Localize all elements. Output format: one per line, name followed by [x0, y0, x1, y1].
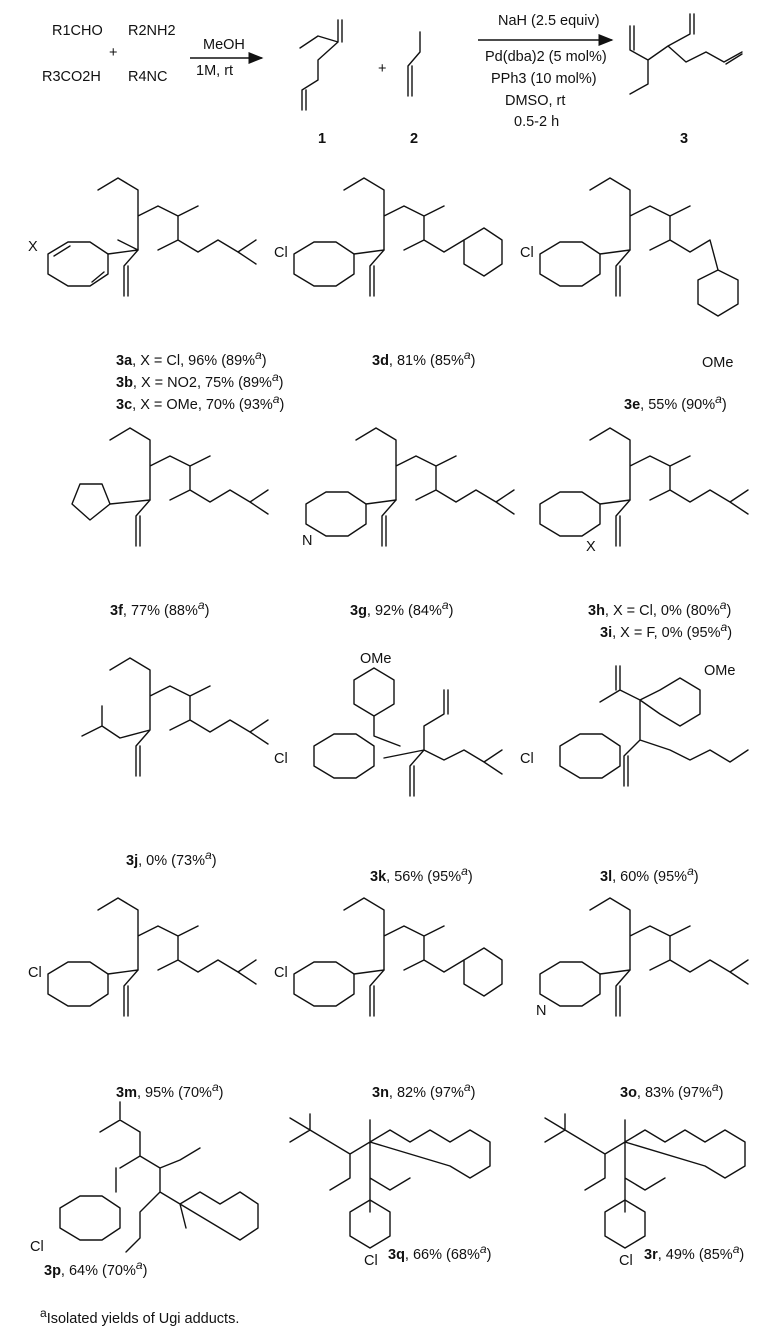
structure-3g: N [286, 420, 516, 570]
reagent-isocyanide: R4NC [128, 69, 168, 85]
atom-cl: Cl [520, 751, 534, 767]
compound-2-structure [407, 31, 421, 97]
structure-3p: Cl [30, 1101, 270, 1262]
caption-3g: 3g, 92% (84%a) [350, 598, 454, 619]
atom-cl: Cl [28, 965, 42, 981]
step1-conditions: 1M, rt [196, 63, 234, 79]
caption-3k: 3k, 56% (95%a) [370, 864, 473, 885]
caption-3a: 3a, X = Cl, 96% (89%a) [116, 348, 267, 369]
structure-3n: Cl [274, 890, 514, 1050]
caption-3d: 3d, 81% (85%a) [372, 348, 476, 369]
reagent-aldehyde: R1CHO [52, 23, 103, 39]
structure-3a-3c: X [28, 170, 268, 340]
compound-1-label: 1 [318, 131, 327, 147]
caption-3p: 3p, 64% (70%a) [44, 1258, 148, 1279]
atom-cl: Cl [364, 1253, 378, 1269]
structure-3h-3i: X [520, 420, 760, 570]
caption-3i: 3i, X = F, 0% (95%a) [600, 620, 733, 641]
step2-ligand: PPh3 (10 mol%) [491, 71, 597, 87]
structure-3j [40, 650, 270, 820]
caption-3h: 3h, X = Cl, 0% (80%a) [588, 598, 732, 619]
structure-3q: Cl [270, 1112, 530, 1272]
atom-ome: OMe [704, 663, 736, 679]
caption-3o: 3o, 83% (97%a) [620, 1080, 724, 1101]
structure-3m: Cl [28, 890, 268, 1050]
plus-sign: + [109, 45, 118, 61]
atom-cl: Cl [30, 1239, 44, 1255]
reagent-acid: R3CO2H [42, 69, 101, 85]
caption-3l: 3l, 60% (95%a) [600, 864, 699, 885]
caption-3r: 3r, 49% (85%a) [644, 1242, 745, 1263]
atom-cl: Cl [520, 245, 534, 261]
structure-3k: OMe Cl [274, 650, 514, 850]
structure-3l: OMe Cl [520, 650, 760, 850]
atom-ome: OMe [702, 355, 734, 371]
reaction-scheme: R1CHO R2NH2 R3CO2H R4NC + MeOH 1M, rt 1 … [0, 0, 781, 170]
step2-time: 0.5-2 h [514, 114, 560, 130]
compound-3-structure [629, 13, 743, 95]
caption-3e: 3e, 55% (90%a) [624, 392, 727, 413]
footnote: aIsolated yields of Ugi adducts. [40, 1306, 240, 1327]
atom-n: N [536, 1003, 547, 1019]
structure-3f [40, 420, 270, 570]
compound-3-label: 3 [680, 131, 689, 147]
scheme-structures [190, 13, 743, 111]
structure-3e: Cl OMe [520, 170, 760, 390]
compound-2-label: 2 [410, 131, 419, 147]
atom-x: X [28, 239, 38, 255]
caption-3m: 3m, 95% (70%a) [116, 1080, 224, 1101]
atom-ome: OMe [360, 651, 392, 667]
step2-base: NaH (2.5 equiv) [498, 13, 600, 29]
atom-x: X [586, 539, 596, 555]
structure-3d: Cl [274, 170, 504, 340]
caption-3n: 3n, 82% (97%a) [372, 1080, 476, 1101]
atom-cl: Cl [619, 1253, 633, 1269]
plus-sign-2: + [378, 61, 387, 77]
atom-cl: Cl [274, 965, 288, 981]
compound-1-structure [299, 19, 343, 111]
atom-cl: Cl [274, 245, 288, 261]
reagent-amine: R2NH2 [128, 23, 176, 39]
caption-3b: 3b, X = NO2, 75% (89%a) [116, 370, 284, 391]
step2-catalyst: Pd(dba)2 (5 mol%) [485, 49, 607, 65]
caption-3f: 3f, 77% (88%a) [110, 598, 210, 619]
caption-3c: 3c, X = OMe, 70% (93%a) [116, 392, 285, 413]
step1-solvent: MeOH [203, 37, 245, 53]
structure-3o: N [520, 890, 760, 1050]
caption-3j: 3j, 0% (73%a) [126, 848, 217, 869]
caption-3q: 3q, 66% (68%a) [388, 1242, 492, 1263]
atom-cl: Cl [274, 751, 288, 767]
atom-n: N [302, 533, 313, 549]
step2-solvent: DMSO, rt [505, 93, 566, 109]
structure-3r: Cl [525, 1112, 775, 1272]
